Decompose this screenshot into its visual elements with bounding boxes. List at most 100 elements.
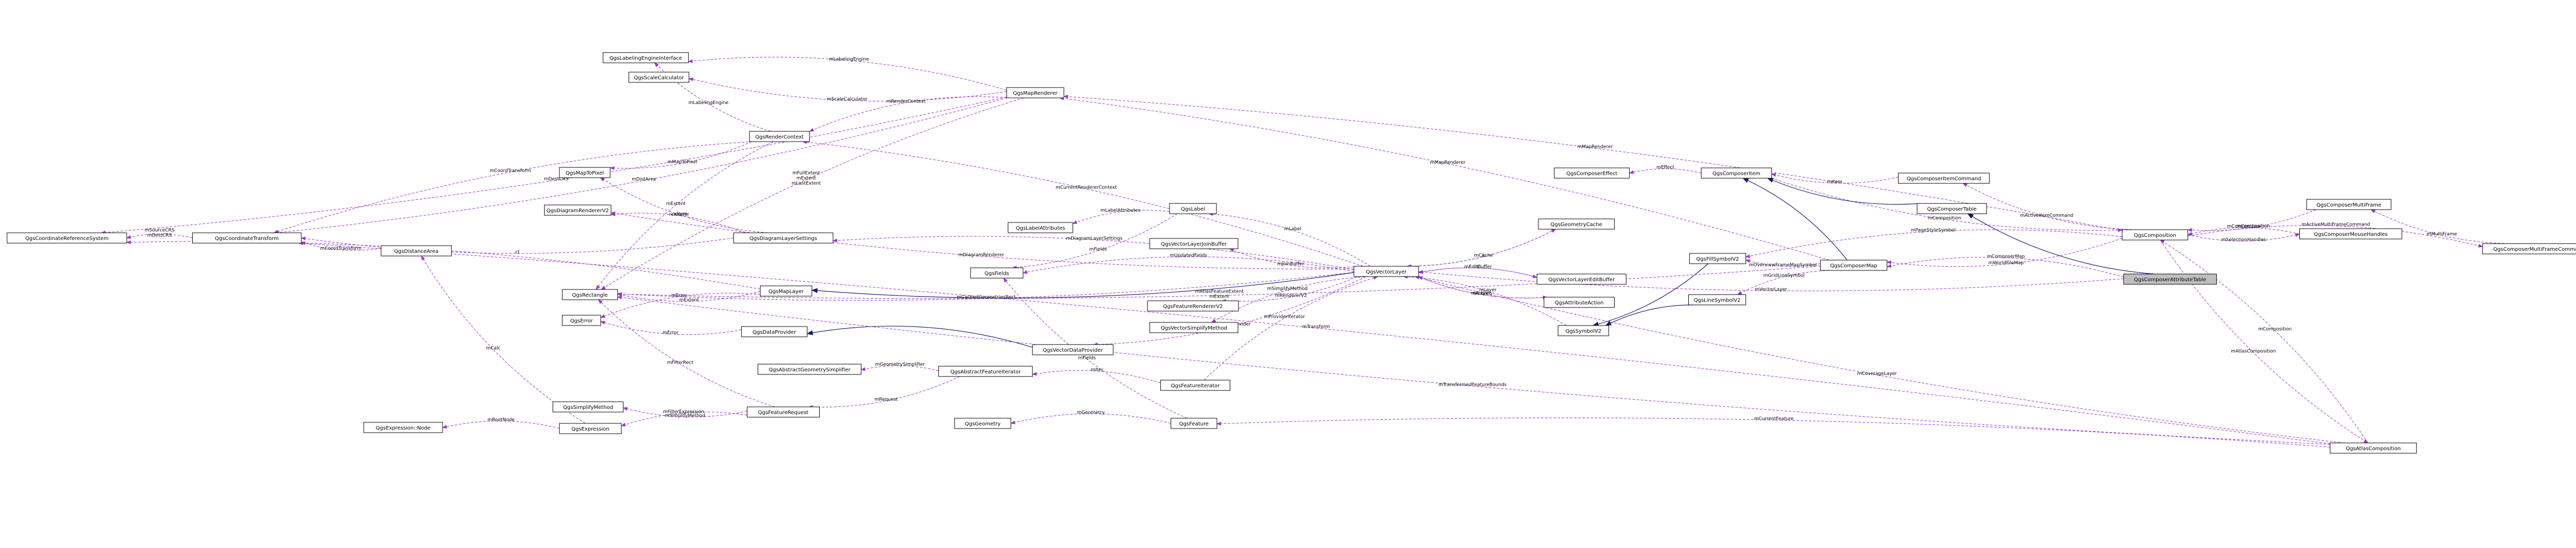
class-node-symbol[interactable]: QgsSymbolV2 bbox=[1557, 325, 1609, 336]
class-node-vl-edit-buffer[interactable]: QgsVectorLayerEditBuffer bbox=[1536, 273, 1626, 285]
class-node-expression[interactable]: QgsExpression bbox=[559, 423, 622, 434]
usage-edge bbox=[609, 141, 752, 170]
class-node-comp-mouse[interactable]: QgsComposerMouseHandles bbox=[2299, 228, 2402, 239]
class-box bbox=[2299, 228, 2402, 239]
class-node-feature-renderer[interactable]: QgsFeatureRendererV2 bbox=[1147, 300, 1239, 312]
class-node-feat-iter[interactable]: QgsFeatureIterator bbox=[1160, 380, 1230, 391]
class-name: QgsAtlasComposition bbox=[2346, 446, 2401, 452]
edge-label: mExtent bbox=[666, 201, 686, 207]
class-node-diag-layer-settings[interactable]: QgsDiagramLayerSettings bbox=[733, 232, 834, 244]
class-node-diag-renderer[interactable]: QgsDiagramRendererV2 bbox=[544, 204, 612, 216]
usage-edge bbox=[1012, 213, 1178, 269]
class-node-atlas[interactable]: QgsAtlasComposition bbox=[2330, 442, 2417, 454]
class-node-fields[interactable]: QgsFields bbox=[970, 267, 1024, 279]
class-box bbox=[1006, 87, 1064, 98]
class-node-comp-attr-table[interactable]: QgsComposerAttributeTable bbox=[2123, 273, 2217, 285]
edge-label: mEffect bbox=[1656, 165, 1674, 170]
usage-edge bbox=[300, 236, 734, 254]
class-box bbox=[1820, 260, 1888, 271]
class-node-abs-feat-iter[interactable]: QgsAbstractFeatureIterator bbox=[938, 366, 1033, 377]
class-node-labeling-iface[interactable]: QgsLabelingEngineInterface bbox=[603, 52, 689, 63]
class-box bbox=[733, 232, 834, 244]
class-name: QgsComposition bbox=[2134, 233, 2176, 238]
usage-edge bbox=[1403, 275, 1567, 326]
class-box bbox=[381, 245, 452, 256]
class-box bbox=[1689, 253, 1747, 264]
class-node-comp-effect[interactable]: QgsComposerEffect bbox=[1554, 167, 1630, 179]
edge-label: mError bbox=[671, 293, 687, 298]
class-node-label-attrs[interactable]: QgsLabelAttributes bbox=[1008, 222, 1073, 233]
class-node-line-symbol[interactable]: QgsLineSymbolV2 bbox=[1688, 294, 1747, 305]
class-name: QgsComposerMultiFrameCommand bbox=[2493, 247, 2576, 252]
class-node-scale-calc[interactable]: QgsScaleCalculator bbox=[629, 72, 689, 83]
class-node-feature-request[interactable]: QgsFeatureRequest bbox=[747, 406, 820, 418]
class-node-label[interactable]: QgsLabel bbox=[1169, 203, 1217, 214]
class-box bbox=[2123, 273, 2217, 285]
edge-label: mActiveItemCommand bbox=[2020, 213, 2073, 218]
class-node-geometry[interactable]: QgsGeometry bbox=[954, 418, 1011, 429]
class-node-vl-simplify[interactable]: QgsVectorSimplifyMethod bbox=[1149, 322, 1239, 333]
edge-label: mCurrentRendererContext bbox=[1056, 185, 1117, 191]
class-box bbox=[1701, 167, 1772, 179]
edge-label: mMapRenderer bbox=[1430, 160, 1466, 165]
class-node-vector-layer[interactable]: QgsVectorLayer bbox=[1353, 266, 1419, 277]
class-node-vl-join[interactable]: QgsVectorLayerJoinBuffer bbox=[1149, 238, 1239, 249]
class-node-comp-item-cmd[interactable]: QgsComposerItemCommand bbox=[1898, 173, 1990, 184]
usage-edge bbox=[1737, 270, 1834, 295]
edge-label: mScaleCalculator bbox=[827, 97, 868, 102]
class-box bbox=[1147, 300, 1239, 312]
class-node-map-layer[interactable]: QgsMapLayer bbox=[760, 285, 812, 297]
class-box bbox=[2482, 243, 2576, 254]
class-node-map-renderer[interactable]: QgsMapRenderer bbox=[1006, 87, 1064, 98]
class-node-render-ctx[interactable]: QgsRenderContext bbox=[749, 131, 810, 142]
class-box bbox=[760, 285, 812, 297]
usage-edge bbox=[1063, 95, 2123, 231]
edge-label: mLayer bbox=[1479, 288, 1497, 293]
usage-edge bbox=[1629, 168, 1702, 174]
class-node-abs-geom-simpl[interactable]: QgsAbstractGeometrySimplifier bbox=[757, 364, 861, 375]
edge-label: mCurrentFeature bbox=[1754, 417, 1794, 422]
usage-edge bbox=[1771, 173, 1899, 184]
class-name: QgsDiagramLayerSettings bbox=[750, 236, 817, 242]
class-name: QgsLabelingEngineInterface bbox=[609, 56, 682, 61]
class-node-expr-node[interactable]: QgsExpression::Node bbox=[363, 422, 443, 433]
class-node-distance-area[interactable]: QgsDistanceArea bbox=[381, 245, 452, 256]
class-node-data-provider[interactable]: QgsDataProvider bbox=[741, 326, 808, 337]
edge-label: mAtlasComposition bbox=[2231, 349, 2276, 354]
class-name: QgsDiagramRendererV2 bbox=[547, 208, 609, 214]
class-node-comp-multiframe[interactable]: QgsComposerMultiFrame bbox=[2306, 199, 2392, 210]
inheritance-edge bbox=[811, 272, 1354, 299]
class-node-error[interactable]: QgsError bbox=[562, 315, 601, 326]
class-node-comp-table[interactable]: QgsComposerTable bbox=[1917, 203, 1987, 214]
class-node-comp-mf-cmd[interactable]: QgsComposerMultiFrameCommand bbox=[2482, 243, 2576, 254]
class-node-composition[interactable]: QgsComposition bbox=[2122, 229, 2189, 241]
usage-edge bbox=[1418, 276, 1547, 299]
class-node-coord-transform[interactable]: QgsCoordinateTransform bbox=[192, 232, 302, 244]
usage-edge bbox=[600, 293, 760, 318]
usage-edge bbox=[2160, 239, 2368, 443]
edge-label: mItem bbox=[1827, 180, 1842, 185]
usage-edge bbox=[833, 236, 1354, 270]
usage-edge bbox=[2188, 225, 2483, 248]
edge-label: mRenderContext bbox=[887, 99, 926, 104]
class-node-vdp[interactable]: QgsVectorDataProvider bbox=[1032, 344, 1114, 355]
class-node-geom-cache[interactable]: QgsGeometryCache bbox=[1538, 218, 1615, 230]
class-node-crs[interactable]: QgsCoordinateReferenceSystem bbox=[7, 232, 127, 244]
edge-label: mLabelingEngine bbox=[688, 100, 728, 106]
class-box bbox=[544, 204, 612, 216]
class-box bbox=[1032, 344, 1114, 355]
class-node-rectangle[interactable]: QgsRectangle bbox=[562, 289, 618, 300]
usage-edge bbox=[2188, 233, 2300, 242]
class-node-comp-item[interactable]: QgsComposerItem bbox=[1701, 167, 1772, 179]
class-node-comp-map[interactable]: QgsComposerMap bbox=[1820, 260, 1888, 271]
class-name: QgsAbstractFeatureIterator bbox=[951, 369, 1021, 375]
class-node-feature[interactable]: QgsFeature bbox=[1171, 418, 1217, 429]
edge-label: mActiveMultiFrameCommand bbox=[2301, 222, 2370, 228]
class-node-attr-action[interactable]: QgsAttributeAction bbox=[1544, 297, 1615, 308]
class-node-simplify-method[interactable]: QgsSimplifyMethod bbox=[552, 401, 624, 413]
class-box bbox=[1917, 203, 1987, 214]
usage-edge bbox=[617, 291, 760, 302]
class-node-fill-symbol[interactable]: QgsFillSymbolV2 bbox=[1689, 253, 1747, 264]
class-node-map-to-pixel[interactable]: QgsMapToPixel bbox=[559, 167, 611, 178]
